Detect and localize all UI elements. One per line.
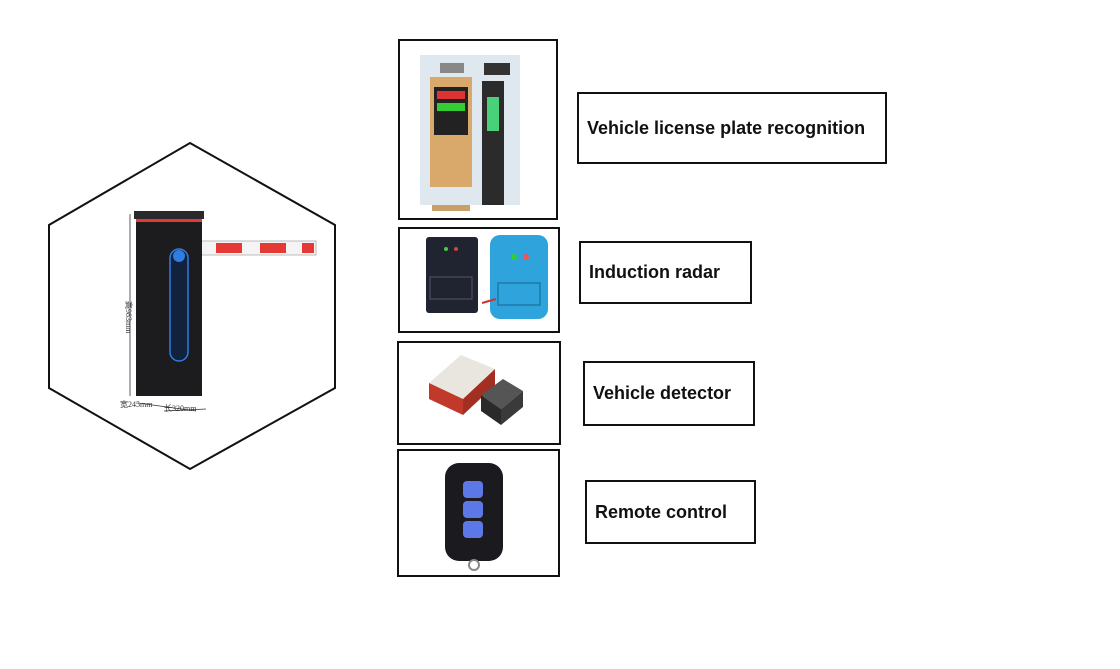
accessory-label-2: Induction radar bbox=[579, 241, 752, 304]
accessory-label-text-4: Remote control bbox=[595, 501, 728, 522]
boom-arm bbox=[197, 240, 317, 256]
vehicle-detector-image bbox=[397, 341, 561, 445]
accessory-label-4: Remote control bbox=[585, 480, 756, 544]
accessory-label-text-2: Induction radar bbox=[589, 262, 721, 282]
accessory-label-3: Vehicle detector bbox=[583, 361, 755, 426]
radar-sensor-icon bbox=[426, 235, 548, 319]
accessory-label-text-1: Vehicle license plate recognition bbox=[587, 117, 866, 138]
height-dimension-label: 高983mm bbox=[124, 301, 134, 334]
barrier-gate-panel: 高983mm 宽245mm 长320mm bbox=[46, 141, 338, 471]
induction-radar-image bbox=[398, 227, 560, 333]
barrier-cabinet bbox=[136, 214, 202, 396]
barrier-gate-illustration: 高983mm 宽245mm 长320mm bbox=[48, 141, 336, 471]
length-dimension-label: 长320mm bbox=[164, 403, 197, 413]
width-dimension-label: 宽245mm bbox=[120, 399, 153, 409]
remote-control-image bbox=[397, 449, 560, 577]
loop-detector-icon bbox=[429, 355, 523, 425]
accessory-label-1: Vehicle license plate recognition bbox=[577, 92, 887, 164]
accessory-label-text-3: Vehicle detector bbox=[593, 383, 732, 403]
license-plate-camera-icon bbox=[420, 55, 520, 211]
remote-control-icon bbox=[445, 463, 503, 571]
license-plate-camera-image bbox=[398, 39, 558, 220]
